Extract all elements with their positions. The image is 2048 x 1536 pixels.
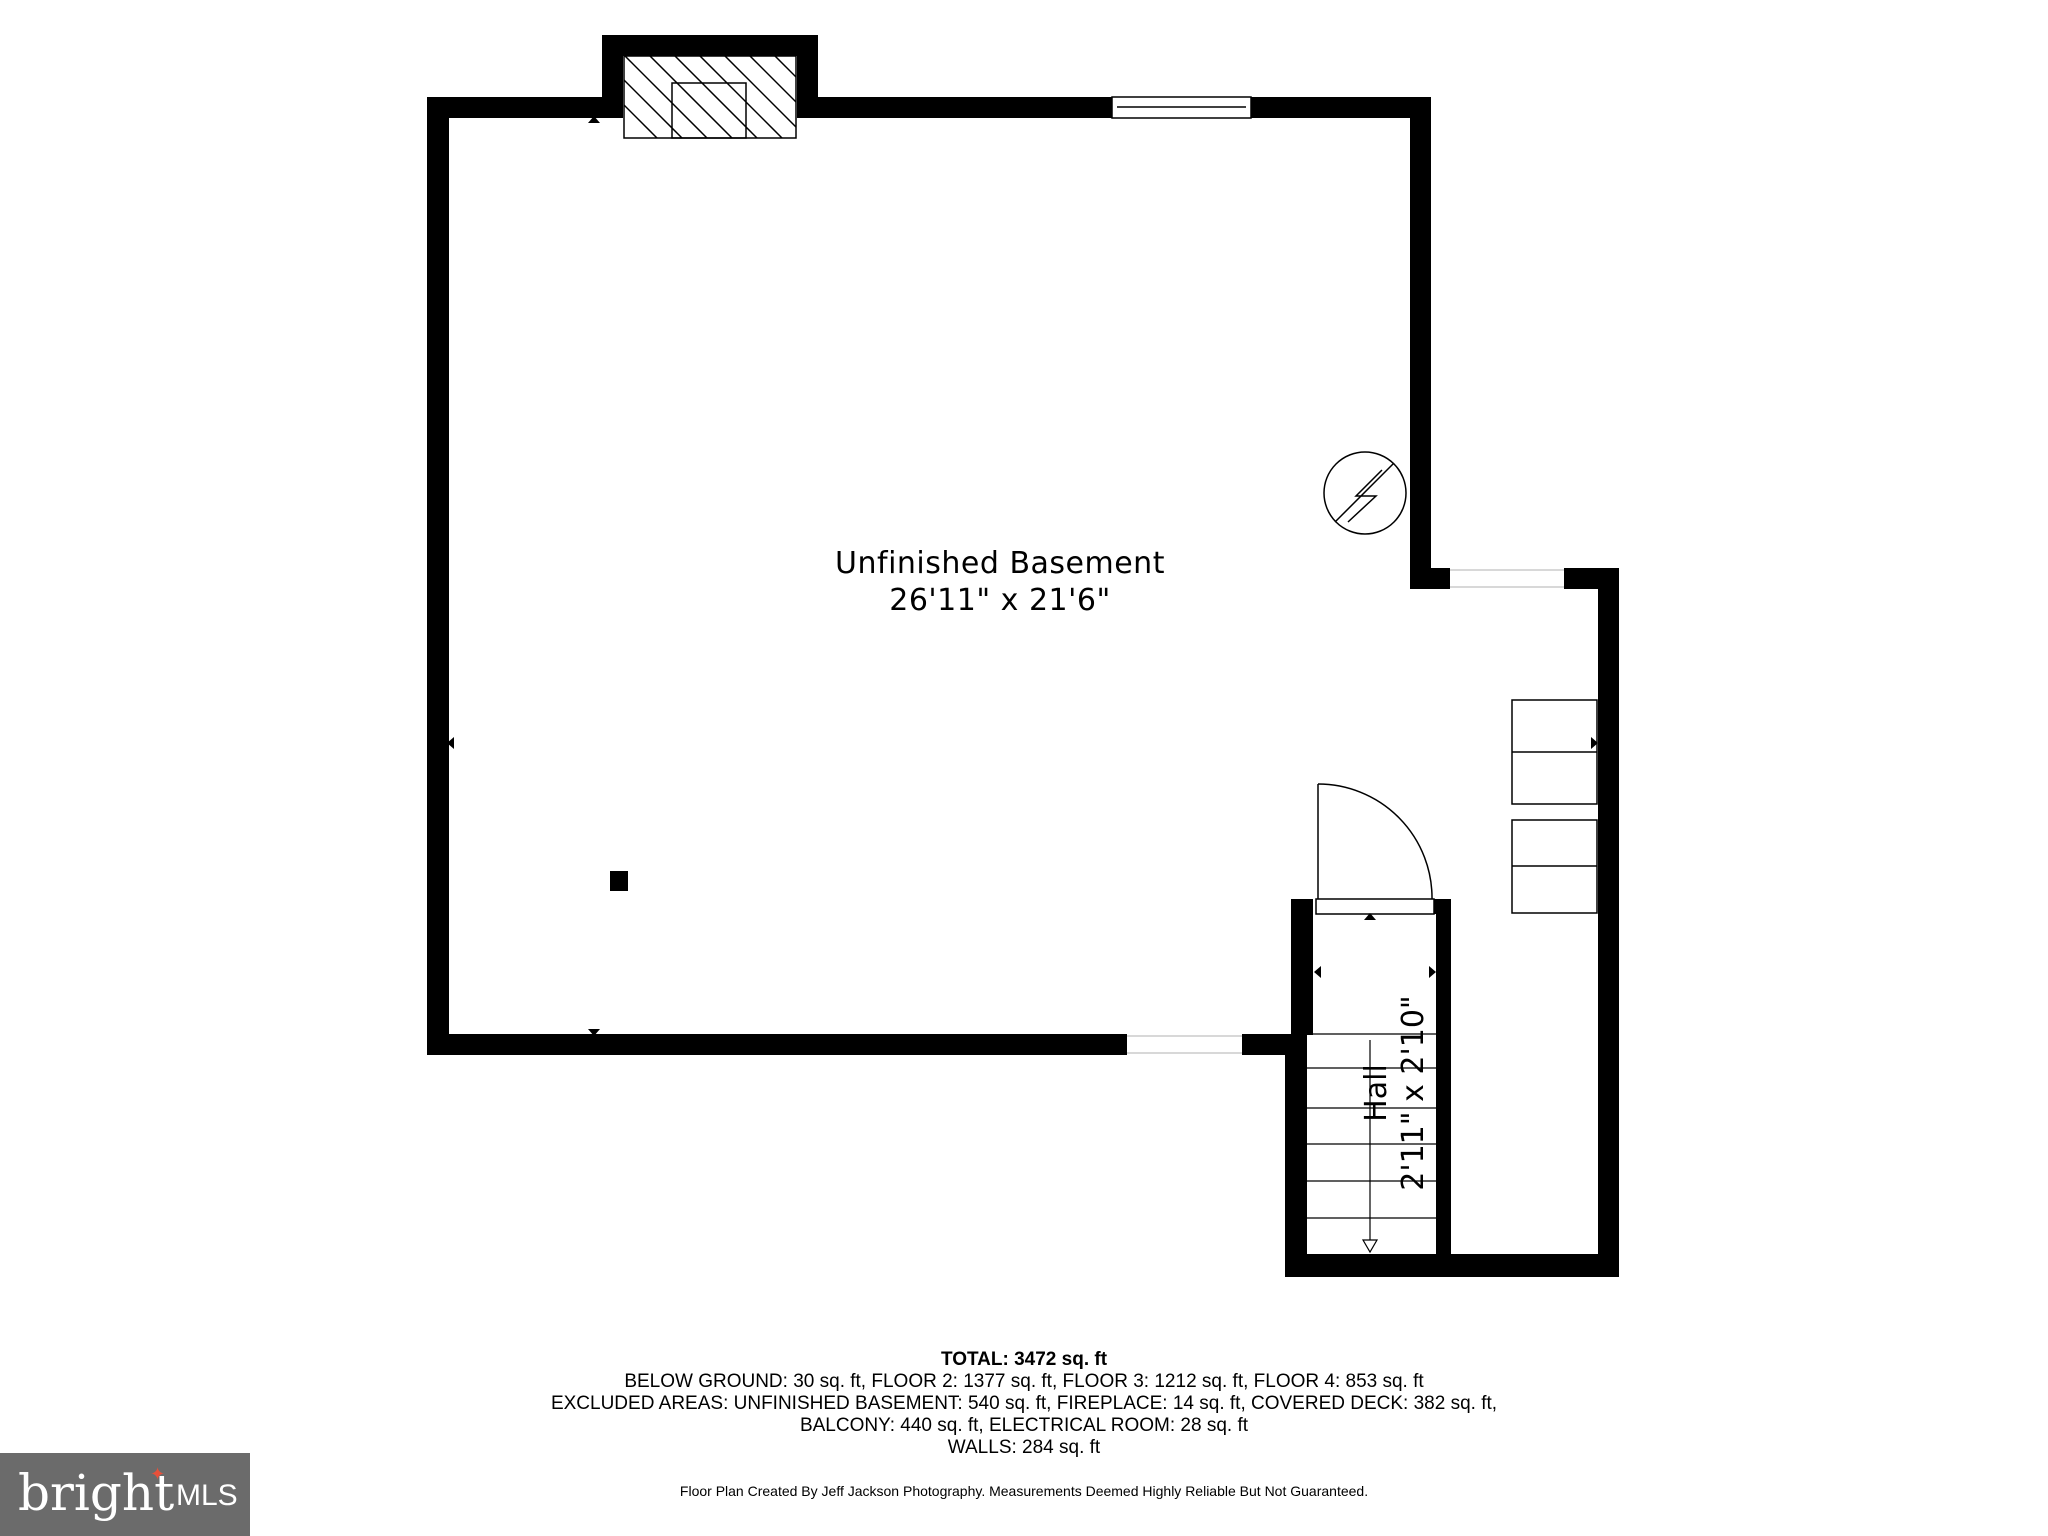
- hall-name: Hall: [1359, 1064, 1394, 1122]
- electrical-icon: [1323, 451, 1407, 535]
- column: [610, 871, 628, 891]
- hall-label: Hall 2'11" x 2'10": [1358, 943, 1432, 1243]
- wall-stair-left-lower: [1285, 1034, 1307, 1277]
- wall-step: [1410, 568, 1450, 589]
- logo-word: bright: [18, 1464, 175, 1522]
- chimney-top: [602, 35, 818, 56]
- summary-line-4: WALLS: 284 sq. ft: [947, 1437, 1101, 1458]
- dimension-markers: [447, 116, 1598, 1036]
- wall-top-left: [427, 97, 607, 118]
- door: [1315, 783, 1435, 915]
- basement-name: Unfinished Basement: [835, 546, 1165, 581]
- summary-line-1: BELOW GROUND: 30 sq. ft, FLOOR 2: 1377 s…: [624, 1371, 1424, 1392]
- wall-left: [427, 97, 449, 1055]
- wall-right-upper: [1410, 97, 1431, 589]
- logo-suffix: MLS: [176, 1479, 238, 1512]
- shelves: [1511, 699, 1598, 914]
- chimney-right: [797, 35, 818, 118]
- wall-stair-left-upper: [1291, 899, 1313, 1035]
- logo-star-icon: ✦: [150, 1464, 166, 1484]
- wall-stair-right: [1436, 899, 1451, 1255]
- window-right: [1450, 570, 1564, 587]
- stairs: [1307, 1033, 1436, 1254]
- basement-dimensions: 26'11" x 21'6": [889, 583, 1111, 618]
- credit-line: Floor Plan Created By Jeff Jackson Photo…: [679, 1483, 1369, 1499]
- wall-bottom-main-left: [427, 1034, 1127, 1055]
- wall-bottom: [1285, 1254, 1619, 1277]
- total-area: TOTAL: 3472 sq. ft: [940, 1349, 1108, 1370]
- basement-label: Unfinished Basement 26'11" x 21'6": [770, 545, 1230, 619]
- wall-stair-top-right: [1433, 899, 1451, 914]
- area-summary: TOTAL: 3472 sq. ft BELOW GROUND: 30 sq. …: [424, 1349, 1624, 1459]
- wall-right-lower: [1598, 568, 1619, 1277]
- fireplace: [623, 55, 797, 139]
- summary-line-2: EXCLUDED AREAS: UNFINISHED BASEMENT: 540…: [550, 1393, 1498, 1414]
- wall-top-right: [812, 97, 1112, 118]
- wall-top-far-right: [1251, 97, 1431, 118]
- window-bottom: [1127, 1036, 1242, 1053]
- wall-stair-top-left: [1291, 899, 1313, 914]
- walls: [427, 35, 1619, 1277]
- windows: [1111, 96, 1564, 1054]
- hall-dimensions: 2'11" x 2'10": [1396, 995, 1431, 1191]
- bright-mls-logo: bright ✦ MLS: [0, 1453, 250, 1536]
- summary-line-3: BALCONY: 440 sq. ft, ELECTRICAL ROOM: 28…: [799, 1415, 1249, 1436]
